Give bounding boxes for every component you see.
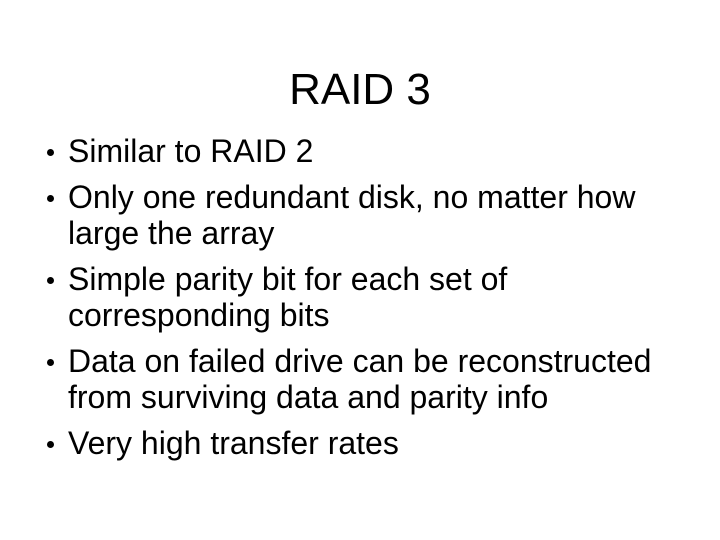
bullet-item: Very high transfer rates xyxy=(46,425,668,461)
bullet-item: Data on failed drive can be reconstructe… xyxy=(46,343,668,415)
bullet-dot-icon xyxy=(47,277,54,284)
bullet-item: Only one redundant disk, no matter how l… xyxy=(46,179,668,251)
bullet-dot-icon xyxy=(47,359,54,366)
bullet-text: Only one redundant disk, no matter how l… xyxy=(68,179,636,251)
bullet-dot-icon xyxy=(47,149,54,156)
bullet-text: Data on failed drive can be reconstructe… xyxy=(68,343,652,415)
bullet-item: Simple parity bit for each set of corres… xyxy=(46,261,668,333)
bullet-item: Similar to RAID 2 xyxy=(46,133,668,169)
bullet-text: Very high transfer rates xyxy=(68,425,399,461)
bullet-text: Similar to RAID 2 xyxy=(68,133,314,169)
bullet-list: Similar to RAID 2 Only one redundant dis… xyxy=(46,133,668,461)
slide-title: RAID 3 xyxy=(289,65,431,115)
bullet-text: Simple parity bit for each set of corres… xyxy=(68,261,508,333)
bullet-dot-icon xyxy=(47,195,54,202)
bullet-dot-icon xyxy=(47,441,54,448)
